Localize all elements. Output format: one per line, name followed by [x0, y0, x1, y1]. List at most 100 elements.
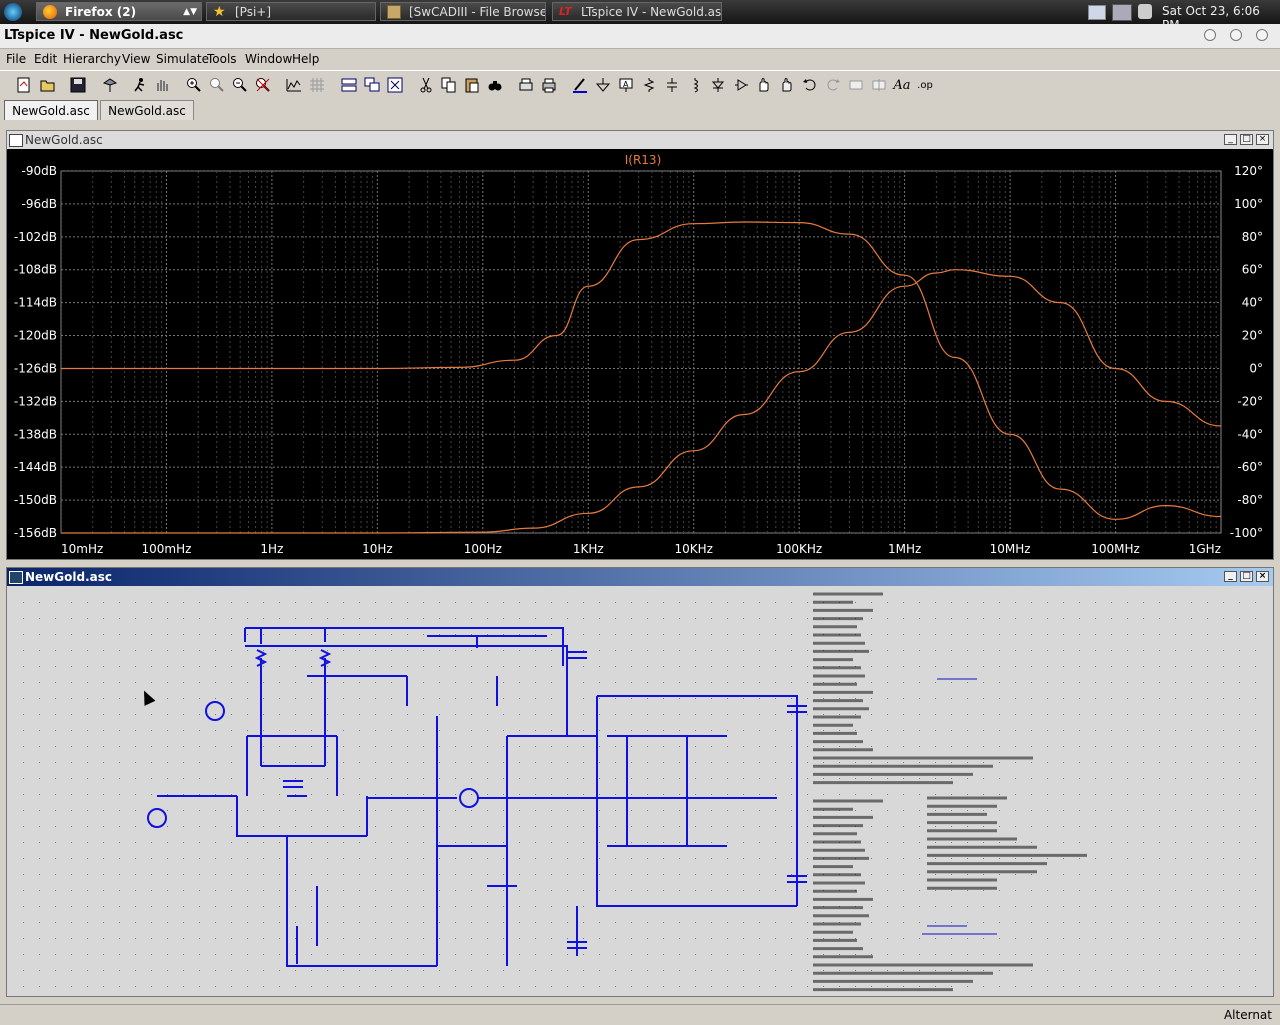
network-icon[interactable]	[1112, 4, 1132, 21]
inductor-icon[interactable]	[685, 75, 705, 95]
zoom-pan-icon[interactable]	[207, 75, 227, 95]
cascade-icon[interactable]	[362, 75, 382, 95]
tab-schematic[interactable]: NewGold.asc	[100, 100, 194, 120]
schematic-window: NewGold.asc _ □ ×	[6, 567, 1274, 997]
open-folder-icon[interactable]	[38, 75, 58, 95]
waveform-icon	[9, 134, 23, 147]
paste-icon[interactable]	[462, 75, 482, 95]
mail-icon[interactable]	[1088, 5, 1106, 20]
menu-simulate[interactable]: Simulate	[156, 52, 210, 66]
x-tick-label: 100Hz	[464, 542, 502, 556]
y-left-tick-label: -126dB	[14, 361, 57, 375]
plot-close-button[interactable]: ×	[1256, 134, 1269, 145]
tile-horizontal-icon[interactable]	[339, 75, 359, 95]
schematic-window-titlebar: NewGold.asc _ □ ×	[7, 568, 1273, 586]
capacitor-icon[interactable]	[662, 75, 682, 95]
y-left-tick-label: -108dB	[14, 263, 57, 277]
magnitude-trace[interactable]	[61, 221, 1222, 520]
print-icon[interactable]	[539, 75, 559, 95]
menu-file[interactable]: File	[6, 52, 27, 66]
ltspice-icon: LT	[559, 5, 572, 18]
schematic-maximize-button[interactable]: □	[1240, 571, 1253, 582]
app-menu-icon[interactable]	[4, 3, 22, 21]
move-hand-icon[interactable]	[754, 75, 774, 95]
taskbar-item-firefox[interactable]: Firefox (2) ▲▼	[36, 2, 202, 21]
redo-icon[interactable]	[823, 75, 843, 95]
plot-maximize-button[interactable]: □	[1240, 134, 1253, 145]
phase-trace[interactable]	[60, 269, 1222, 534]
spice-directive-icon[interactable]: .op	[917, 79, 933, 91]
menu-window[interactable]: Window	[245, 52, 293, 66]
taskbar-item-ltspice[interactable]: LT LTspice IV - NewGold.asc	[552, 2, 722, 21]
schematic-wires[interactable]	[157, 627, 798, 967]
zoom-in-icon[interactable]	[184, 75, 204, 95]
run-icon[interactable]	[130, 75, 150, 95]
x-tick-label: 10KHz	[674, 542, 712, 556]
component-icon[interactable]	[731, 75, 751, 95]
grid-icon[interactable]	[307, 75, 327, 95]
y-left-tick-label: -132dB	[14, 394, 57, 408]
taskbar-item-psi[interactable]: ★ [Psi+]	[206, 2, 376, 21]
close-all-icon[interactable]	[385, 75, 405, 95]
x-tick-label: 100mHz	[141, 542, 191, 556]
y-right-tick-label: -20°	[1237, 394, 1263, 408]
plot-minimize-button[interactable]: _	[1224, 134, 1237, 145]
undo-icon[interactable]	[800, 75, 820, 95]
zoom-fit-icon[interactable]	[253, 75, 273, 95]
menu-edit[interactable]: Edit	[34, 52, 58, 66]
volume-icon[interactable]	[1138, 4, 1152, 19]
plot-window-titlebar: NewGold.asc _ □ ×	[7, 131, 1273, 149]
menu-hierarchy[interactable]: Hierarchy	[63, 52, 122, 66]
y-left-tick-label: -90dB	[22, 164, 57, 178]
save-icon[interactable]	[68, 75, 88, 95]
status-bar: Alternat	[0, 1004, 1280, 1025]
draw-wire-icon[interactable]	[570, 75, 590, 95]
firefox-icon	[43, 5, 57, 19]
y-right-tick-label: 120°	[1234, 164, 1263, 178]
control-panel-icon[interactable]	[100, 75, 120, 95]
taskbar-item-swcad-browser[interactable]: [SwCADIII - File Browser]	[380, 2, 546, 21]
resistor-icon[interactable]	[639, 75, 659, 95]
schematic-components[interactable]	[147, 649, 807, 949]
schematic-canvas[interactable]	[7, 586, 1273, 996]
y-right-tick-label: -60°	[1237, 460, 1263, 474]
halt-icon[interactable]	[152, 75, 172, 95]
menu-view[interactable]: View	[122, 52, 151, 66]
schematic-close-button[interactable]: ×	[1256, 571, 1269, 582]
drag-hand-icon[interactable]	[777, 75, 797, 95]
menu-tools[interactable]: Tools	[207, 52, 237, 66]
spice-directives[interactable]	[813, 592, 1087, 992]
toolbar: A Aa .op	[0, 70, 1280, 100]
menu-bar: File Edit Hierarchy View Simulate Tools …	[0, 49, 1280, 69]
diode-icon[interactable]	[708, 75, 728, 95]
find-icon[interactable]	[485, 75, 505, 95]
minimize-button[interactable]	[1204, 29, 1216, 41]
window-title: LTspice IV - NewGold.asc	[4, 28, 184, 43]
menu-help[interactable]: Help	[292, 52, 320, 66]
copy-icon[interactable]	[439, 75, 459, 95]
mirror-icon[interactable]	[869, 75, 889, 95]
maximize-button[interactable]	[1230, 29, 1242, 41]
cut-icon[interactable]	[416, 75, 436, 95]
expression-labels[interactable]	[922, 678, 997, 935]
label-net-icon[interactable]: A	[616, 75, 636, 95]
x-tick-label: 1GHz	[1189, 542, 1221, 556]
text-icon[interactable]: Aa	[893, 77, 911, 93]
y-left-tick-label: -114dB	[14, 296, 57, 310]
print-setup-icon[interactable]	[516, 75, 536, 95]
autorange-icon[interactable]	[284, 75, 304, 95]
ground-icon[interactable]	[593, 75, 613, 95]
close-button[interactable]	[1256, 29, 1268, 41]
zoom-out-icon[interactable]	[230, 75, 250, 95]
new-schematic-icon[interactable]	[14, 75, 34, 95]
plot-window-title: NewGold.asc	[25, 133, 103, 147]
rotate-icon[interactable]	[846, 75, 866, 95]
schematic-minimize-button[interactable]: _	[1224, 571, 1237, 582]
trace-label[interactable]: I(R13)	[625, 153, 662, 167]
x-tick-label: 10mHz	[61, 542, 103, 556]
x-tick-label: 10Hz	[362, 542, 393, 556]
x-tick-label: 100KHz	[776, 542, 822, 556]
tab-plot[interactable]: NewGold.asc	[4, 100, 98, 120]
document-tabs: NewGold.asc NewGold.asc	[0, 98, 1280, 122]
